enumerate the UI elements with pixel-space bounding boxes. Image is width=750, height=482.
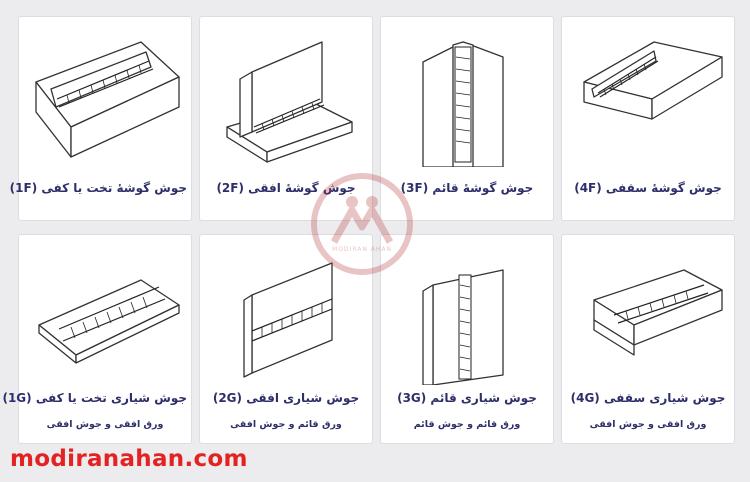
watermark-text: MODIRAN AHAN (332, 246, 392, 253)
groove-flat-weld-illustration (38, 279, 180, 364)
groove-overhead-weld-illustration (593, 269, 723, 356)
modiran-ahan-logo: MODIRAN AHAN (310, 172, 414, 276)
card-title: جوش گوشهٔ تخت یا کفی (1F) (9, 181, 187, 195)
card-2f[interactable]: جوش گوشهٔ افقی (2F) (199, 16, 373, 221)
card-title: جوش شیاری تخت یا کفی (1G) (2, 391, 187, 405)
weld-bead (597, 56, 659, 98)
site-url[interactable]: modiranahan.com (10, 446, 248, 472)
card-3f[interactable]: جوش گوشهٔ قائم (3F) (380, 16, 554, 221)
card-2g[interactable]: جوش شیاری افقی (2G) ورق قائم و جوش افقی (199, 234, 373, 444)
card-1f-flat[interactable]: جوش گوشهٔ تخت یا کفی (1F) (9, 16, 192, 221)
card-subtitle: ورق قائم و جوش قائم (413, 419, 521, 430)
card-4g[interactable]: جوش شیاری سقفی (4G) ورق افقی و جوش افقی (561, 234, 735, 444)
groove-horizontal-weld-illustration (243, 262, 333, 378)
groove-vertical-weld-illustration (422, 269, 504, 385)
fillet-vertical-weld-illustration (422, 41, 504, 167)
card-title: جوش گوشهٔ قائم (3F) (400, 181, 534, 195)
card-title: جوش گوشهٔ سقفی (4F) (574, 181, 722, 195)
fillet-flat-weld-illustration (583, 41, 723, 120)
card-title: جوش شیاری قائم (3G) (397, 391, 537, 405)
card-1g[interactable]: جوش شیاری تخت یا کفی (1G) ورق افقی و جوش… (2, 234, 192, 444)
card-3g[interactable]: جوش شیاری قائم (3G) ورق قائم و جوش قائم (380, 234, 554, 444)
card-subtitle: ورق افقی و جوش افقی (589, 419, 707, 430)
card-1f[interactable]: جوش گوشهٔ سقفی (4F) (561, 16, 735, 221)
fillet-horizontal-weld-illustration (226, 41, 353, 163)
fillet-overhead-weld-illustration (35, 41, 180, 158)
card-title: جوش گوشهٔ افقی (2F) (216, 181, 356, 195)
card-subtitle: ورق قائم و جوش افقی (230, 419, 342, 430)
card-title: جوش شیاری افقی (2G) (212, 391, 360, 405)
card-subtitle: ورق افقی و جوش افقی (46, 419, 164, 430)
card-title: جوش شیاری سقفی (4G) (570, 391, 726, 405)
